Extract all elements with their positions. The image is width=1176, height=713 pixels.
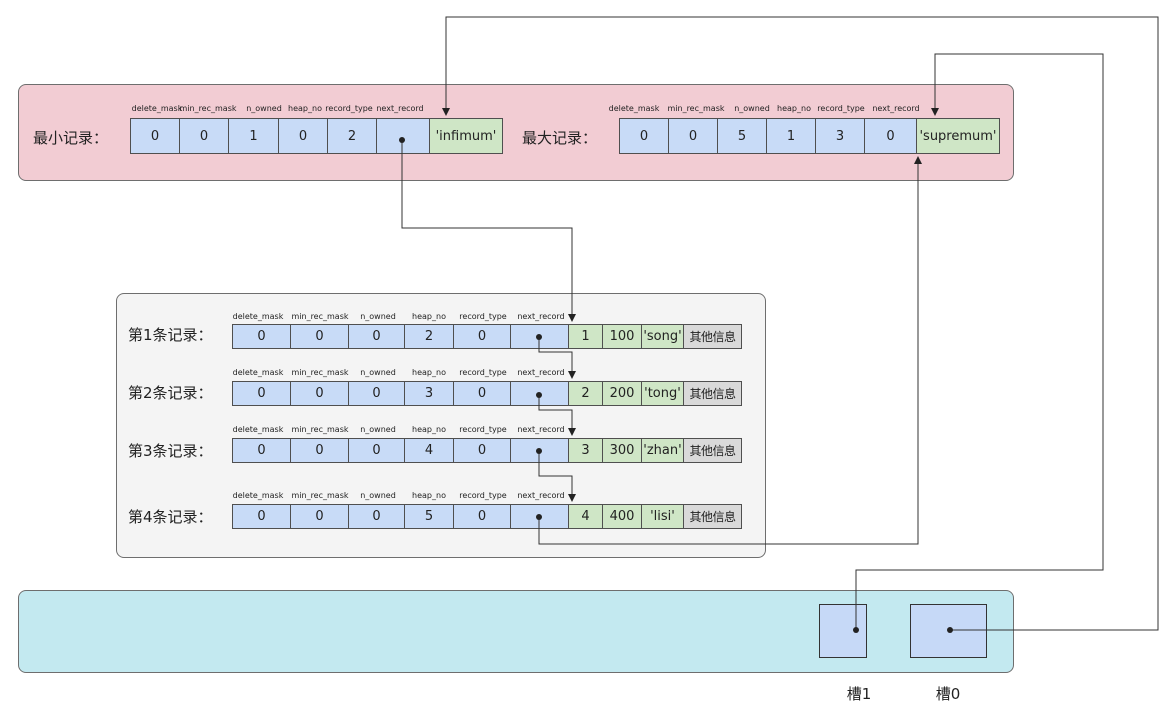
other-info-cell: 其他信息 xyxy=(683,324,742,349)
n-owned-cell: 1 xyxy=(228,118,279,154)
next-record-cell: 0 xyxy=(864,118,917,154)
record-type-cell: 2 xyxy=(327,118,377,154)
record-3: 0 0 0 4 0 3 300 'zhan' 其他信息 xyxy=(232,438,742,463)
delete-mask-cell: 0 xyxy=(232,324,291,349)
record-4-label: 第4条记录： xyxy=(128,508,213,526)
heap-no-cell: 0 xyxy=(278,118,328,154)
num-cell: 400 xyxy=(602,504,642,529)
field-label-delete-mask: delete_mask xyxy=(232,368,284,377)
min-rec-mask-cell: 0 xyxy=(290,438,349,463)
delete-mask-cell: 0 xyxy=(130,118,180,154)
min-rec-mask-cell: 0 xyxy=(290,504,349,529)
n-owned-cell: 0 xyxy=(348,324,405,349)
field-label-heap-no: heap_no xyxy=(288,104,322,113)
field-label-heap-no: heap_no xyxy=(412,491,446,500)
heap-no-cell: 2 xyxy=(404,324,454,349)
field-label-next-record: next_record xyxy=(517,491,565,500)
field-label-min-rec-mask: min_rec_mask xyxy=(291,491,349,500)
record-1-label: 第1条记录： xyxy=(128,326,213,344)
other-info-cell: 其他信息 xyxy=(683,381,742,406)
delete-mask-cell: 0 xyxy=(232,438,291,463)
record-type-cell: 0 xyxy=(453,438,511,463)
field-label-n-owned: n_owned xyxy=(360,425,396,434)
field-label-record-type: record_type xyxy=(325,104,373,113)
field-label-delete-mask: delete_mask xyxy=(232,491,284,500)
field-label-min-rec-mask: min_rec_mask xyxy=(291,425,349,434)
supremum-label: 最大记录： xyxy=(522,129,598,147)
field-label-delete-mask: delete_mask xyxy=(131,104,183,113)
n-owned-cell: 0 xyxy=(348,381,405,406)
n-owned-cell: 0 xyxy=(348,504,405,529)
id-cell: 2 xyxy=(568,381,603,406)
slot-1 xyxy=(819,604,867,658)
infimum-label: 最小记录： xyxy=(33,129,109,147)
delete-mask-cell: 0 xyxy=(232,504,291,529)
min-rec-mask-cell: 0 xyxy=(668,118,718,154)
other-info-cell: 其他信息 xyxy=(683,438,742,463)
field-label-next-record: next_record xyxy=(376,104,424,113)
field-label-next-record: next_record xyxy=(517,312,565,321)
record-type-cell: 3 xyxy=(815,118,865,154)
field-label-heap-no: heap_no xyxy=(412,368,446,377)
min-rec-mask-cell: 0 xyxy=(179,118,229,154)
record-2: 0 0 0 3 0 2 200 'tong' 其他信息 xyxy=(232,381,742,406)
next-record-cell xyxy=(510,381,569,406)
delete-mask-cell: 0 xyxy=(619,118,669,154)
field-label-n-owned: n_owned xyxy=(246,104,282,113)
field-label-min-rec-mask: min_rec_mask xyxy=(291,312,349,321)
field-label-delete-mask: delete_mask xyxy=(232,312,284,321)
record-4: 0 0 0 5 0 4 400 'lisi' 其他信息 xyxy=(232,504,742,529)
record-type-cell: 0 xyxy=(453,504,511,529)
n-owned-cell: 0 xyxy=(348,438,405,463)
record-1: 0 0 0 2 0 1 100 'song' 其他信息 xyxy=(232,324,742,349)
id-cell: 4 xyxy=(568,504,603,529)
heap-no-cell: 1 xyxy=(766,118,816,154)
name-cell: 'song' xyxy=(641,324,684,349)
slot-0-label: 槽0 xyxy=(935,685,961,703)
field-label-n-owned: n_owned xyxy=(360,368,396,377)
field-label-n-owned: n_owned xyxy=(360,312,396,321)
record-3-label: 第3条记录： xyxy=(128,442,213,460)
field-label-next-record: next_record xyxy=(517,425,565,434)
next-record-cell xyxy=(510,438,569,463)
supremum-data-cell: 'supremum' xyxy=(916,118,1000,154)
num-cell: 300 xyxy=(602,438,642,463)
field-label-n-owned: n_owned xyxy=(360,491,396,500)
heap-no-cell: 5 xyxy=(404,504,454,529)
num-cell: 200 xyxy=(602,381,642,406)
delete-mask-cell: 0 xyxy=(232,381,291,406)
other-info-cell: 其他信息 xyxy=(683,504,742,529)
record-2-label: 第2条记录： xyxy=(128,384,213,402)
slot-1-label: 槽1 xyxy=(846,685,872,703)
next-record-cell xyxy=(510,504,569,529)
id-cell: 3 xyxy=(568,438,603,463)
name-cell: 'zhan' xyxy=(641,438,684,463)
name-cell: 'lisi' xyxy=(641,504,684,529)
slot-0 xyxy=(910,604,987,658)
field-label-next-record: next_record xyxy=(517,368,565,377)
num-cell: 100 xyxy=(602,324,642,349)
min-rec-mask-cell: 0 xyxy=(290,381,349,406)
min-rec-mask-cell: 0 xyxy=(290,324,349,349)
field-label-delete-mask: delete_mask xyxy=(232,425,284,434)
record-type-cell: 0 xyxy=(453,381,511,406)
supremum-record: 0 0 5 1 3 0 'supremum' xyxy=(619,118,1000,154)
heap-no-cell: 3 xyxy=(404,381,454,406)
infimum-data-cell: 'infimum' xyxy=(429,118,503,154)
next-record-cell xyxy=(510,324,569,349)
field-label-min-rec-mask: min_rec_mask xyxy=(179,104,237,113)
id-cell: 1 xyxy=(568,324,603,349)
infimum-record: 0 0 1 0 2 'infimum' xyxy=(130,118,503,154)
field-label-next-record: next_record xyxy=(872,104,920,113)
name-cell: 'tong' xyxy=(641,381,684,406)
heap-no-cell: 4 xyxy=(404,438,454,463)
record-type-cell: 0 xyxy=(453,324,511,349)
n-owned-cell: 5 xyxy=(717,118,767,154)
next-record-cell xyxy=(376,118,430,154)
field-label-min-rec-mask: min_rec_mask xyxy=(291,368,349,377)
field-label-heap-no: heap_no xyxy=(412,425,446,434)
